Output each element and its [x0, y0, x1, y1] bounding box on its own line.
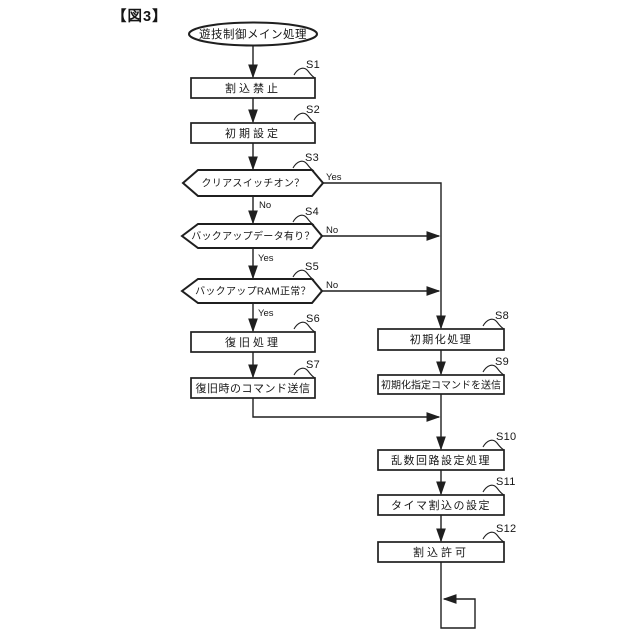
edge-s3-yes-to-s8 — [323, 182, 446, 330]
start-terminal-shape — [187, 21, 319, 47]
node-s6: 復旧処理 S6 — [190, 313, 320, 353]
s6-label: 復旧処理 — [225, 336, 281, 349]
s8-step-ref: S8 — [495, 310, 509, 322]
s10-leader-curve — [482, 439, 505, 451]
s5-hexagon — [180, 278, 324, 304]
s9-box — [377, 374, 505, 395]
s11-box — [377, 494, 505, 516]
s5-label: バックアップRAM正常？ — [195, 285, 311, 298]
s12-leader-curve — [482, 531, 505, 543]
s7-box — [190, 377, 316, 399]
s1-label: 割込禁止 — [225, 81, 281, 95]
s3-no-label: No — [259, 200, 271, 211]
s7-step-ref: S7 — [306, 359, 320, 371]
node-start: 遊技制御メイン処理 — [187, 21, 319, 47]
s4-label: バックアップデータ有り？ — [191, 230, 315, 243]
s8-label: 初期化処理 — [410, 332, 473, 346]
figure-label: 【図3】 — [112, 8, 168, 25]
s7-leader-curve — [293, 367, 316, 379]
start-terminal-label: 遊技制御メイン処理 — [199, 27, 307, 41]
s5-step-ref: S5 — [305, 261, 319, 273]
node-s11: タイマ割込の設定 S11 — [377, 476, 516, 516]
s10-label: 乱数回路設定処理 — [391, 453, 491, 467]
node-s9: 初期化指定コマンドを送信 S9 — [377, 356, 509, 395]
s7-label: 復旧時のコマンド送信 — [196, 381, 311, 395]
s8-box — [377, 328, 505, 351]
s11-step-ref: S11 — [496, 476, 516, 488]
s12-label: 割込許可 — [413, 545, 469, 559]
s5-yes-label: Yes — [258, 308, 274, 319]
s6-leader-curve — [293, 321, 316, 333]
s2-box — [190, 122, 316, 144]
s12-step-ref: S12 — [496, 523, 516, 535]
s5-no-label: No — [326, 280, 338, 291]
s3-hexagon — [181, 169, 325, 197]
s12-box — [377, 541, 505, 563]
s4-no-label: No — [326, 225, 338, 236]
s4-hexagon — [180, 223, 324, 249]
s4-step-ref: S4 — [305, 206, 319, 218]
s1-step-ref: S1 — [306, 59, 320, 71]
s4-yes-label: Yes — [258, 253, 274, 264]
node-s10: 乱数回路設定処理 S10 — [377, 431, 516, 471]
s3-step-ref: S3 — [305, 152, 319, 164]
s3-yes-label: Yes — [326, 172, 342, 183]
s9-label: 初期化指定コマンドを送信 — [381, 379, 501, 392]
edge-s12-endless-loop — [440, 562, 476, 629]
node-s5: バックアップRAM正常？ S5 — [180, 261, 324, 304]
node-s4: バックアップデータ有り？ S4 — [180, 206, 324, 249]
s5-leader-curve — [292, 269, 315, 281]
s6-box — [190, 331, 316, 353]
s2-step-ref: S2 — [306, 104, 320, 116]
s6-step-ref: S6 — [306, 313, 320, 325]
edge-s7-to-merge — [252, 398, 441, 422]
s8-leader-curve — [482, 318, 505, 330]
node-s12: 割込許可 S12 — [377, 523, 516, 563]
node-s7: 復旧時のコマンド送信 S7 — [190, 359, 320, 399]
s9-leader-curve — [482, 364, 505, 376]
s1-leader-curve — [293, 67, 316, 79]
s2-leader-curve — [293, 112, 316, 124]
s11-leader-curve — [482, 484, 505, 496]
node-s2: 初期設定 S2 — [190, 104, 320, 144]
s10-box — [377, 449, 505, 471]
s9-step-ref: S9 — [495, 356, 509, 368]
s10-step-ref: S10 — [496, 431, 516, 443]
s3-label: クリアスイッチオン？ — [202, 178, 305, 190]
s4-leader-curve — [292, 214, 315, 226]
node-s3: クリアスイッチオン？ S3 — [181, 152, 325, 197]
node-s1: 割込禁止 S1 — [190, 59, 320, 99]
s11-label: タイマ割込の設定 — [391, 498, 491, 512]
s1-box — [190, 77, 316, 99]
s2-label: 初期設定 — [225, 126, 281, 140]
node-s8: 初期化処理 S8 — [377, 310, 509, 351]
s3-leader-curve — [292, 160, 315, 172]
